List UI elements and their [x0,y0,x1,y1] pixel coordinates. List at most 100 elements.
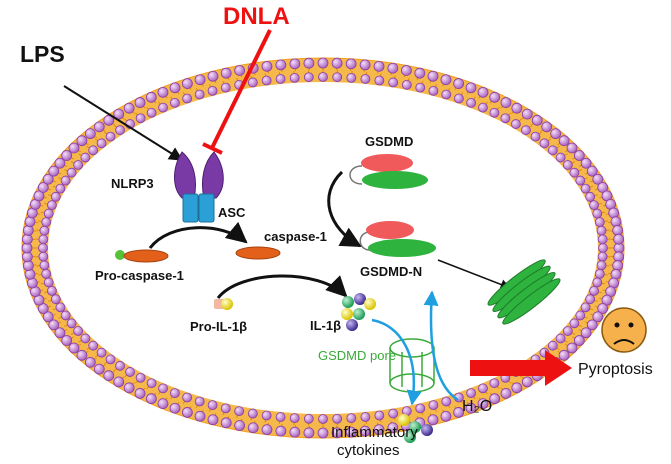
lipid-head-inner [428,85,439,96]
cell-membrane [21,57,625,439]
lipid-head-outer [373,424,385,436]
lipid-head-inner [41,217,52,228]
lipid-head-outer [93,121,105,133]
lipid-head-inner [589,285,599,296]
lipid-head-outer [68,342,80,354]
lipid-head-outer [558,135,570,147]
lipid-head-outer [489,393,501,405]
lipid-head-inner [401,79,412,90]
inflammatory-cytokines-line2: cytokines [337,442,400,459]
lipid-head-outer [54,327,66,339]
il1b-processing-arrow [216,274,348,299]
inflammatory-cytokine-balls [398,414,433,443]
lipid-head-outer [387,62,399,74]
lipid-head-outer [275,425,287,437]
lipid-head-outer [261,60,273,72]
lipid-head-inner [374,75,385,86]
lipid-head-inner [289,72,300,83]
lipid-head-outer [489,91,501,103]
lipid-head-outer [234,420,246,431]
lipid-head-outer [289,58,301,70]
lipid-head-inner [38,234,49,245]
lipid-head-outer [440,410,452,422]
lipid-head-outer [566,142,578,154]
lipid-head-outer [345,58,357,70]
caspase-1-shape [235,246,281,260]
lipid-head-inner [261,410,272,421]
lipid-head-inner [388,77,399,88]
lipid-head-outer [84,356,96,368]
lipid-head-outer [207,70,219,82]
lipid-head-outer [24,268,36,280]
lipid-head-outer [303,57,315,69]
lipid-head-inner [346,413,357,424]
lipid-head-inner [50,191,61,202]
pro-caspase-1-shape [115,249,169,263]
lipid-head-inner [146,378,157,389]
lipid-head-inner [596,225,607,236]
lipid-head-outer [373,60,385,72]
lipid-head-inner [41,268,52,279]
lipid-head-inner [38,251,49,262]
gsdmd-n-shape [359,221,436,257]
lipid-head-outer [317,427,329,439]
lipid-head-outer [169,402,181,414]
lipid-head-inner [47,200,57,211]
lipid-head-outer [145,393,157,405]
lipid-head-inner [478,383,488,394]
lipid-head-inner [511,119,521,129]
lipid-head-inner [96,138,107,149]
lipid-head-inner [146,107,157,118]
lipid-head-inner [569,167,580,178]
lipid-head-inner [453,93,464,104]
lipid-head-inner [43,208,54,219]
lipid-head-outer [68,142,80,154]
il1b-label: IL-1β [310,318,341,333]
lipid-head-outer [37,182,49,193]
lipid-head-inner [73,326,84,336]
pyroptosis-arrow [470,350,572,386]
caspase-activation-arrow [148,221,248,249]
lipid-head-outer [400,65,412,76]
lipid-head-outer [580,327,592,339]
lipid-head-outer [573,150,585,161]
lipid-head-inner [575,175,586,186]
lipid-head-outer [181,78,193,89]
lipid-head-outer [477,398,489,410]
water-influx-arrow [423,290,459,402]
lipid-head-outer [427,414,439,426]
lipid-head-inner [580,302,591,313]
lipid-head-outer [76,135,88,147]
lipid-head-inner [575,310,586,321]
lipid-head-inner [555,333,566,344]
lipid-head-inner [428,400,439,411]
lipid-head-outer [37,303,49,314]
lipid-head-inner [39,260,50,271]
lipid-head-outer [194,74,206,86]
lipid-head-inner [478,102,488,113]
lipid-head-inner [318,72,328,82]
lipid-head-outer [157,86,169,98]
lipid-head-inner [500,113,511,124]
lipid-head-outer [573,335,585,346]
lipid-head-inner [158,102,168,113]
lipid-head-outer [113,376,125,388]
lipid-head-outer [610,216,622,228]
lipid-head-outer [500,97,512,108]
lipid-head-outer [592,311,604,323]
lipid-head-inner [234,406,245,417]
lipid-head-outer [541,121,553,133]
nlrp3-label: NLRP3 [111,176,154,191]
lipid-head-inner [521,125,531,136]
lipid-head-outer [220,67,232,79]
lipid-head-inner [589,200,599,211]
lipid-head-outer [453,407,465,418]
lipid-head-outer [566,342,578,354]
sad-face-icon [601,307,647,353]
lipid-head-outer [359,425,371,437]
lipid-head-inner [55,302,66,313]
lipid-head-inner [135,113,146,124]
lipid-head-inner [66,167,77,178]
lipid-head-outer [134,388,146,399]
lipid-head-inner [530,131,541,142]
